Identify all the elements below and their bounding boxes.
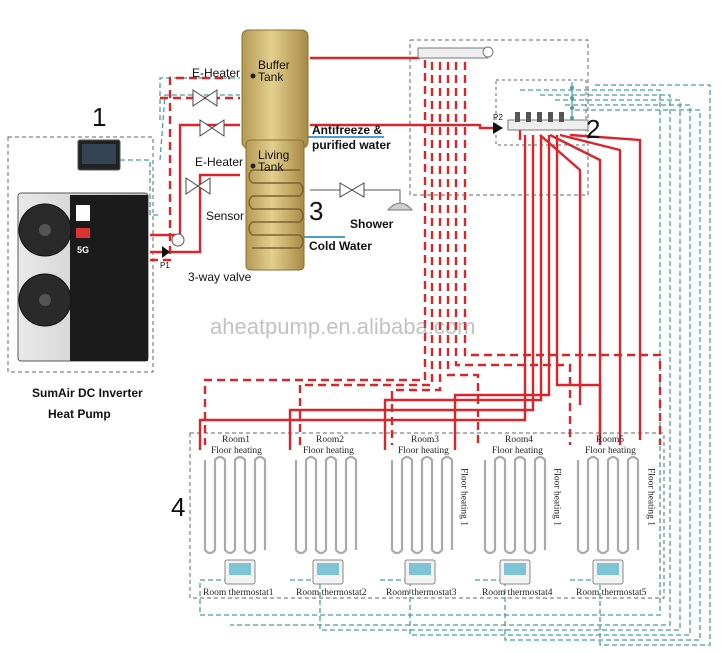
label-number-4: 4 (171, 492, 186, 522)
purified-water-label: purified water (312, 138, 391, 152)
valves (185, 89, 365, 198)
label-number-3: 3 (309, 196, 324, 226)
shower-label: Shower (350, 217, 394, 231)
pump-p1-icon (162, 246, 170, 258)
heat-pump-label-line1: SumAir DC Inverter (32, 386, 143, 400)
room1-name: Room1 (222, 435, 250, 445)
shower-head-icon (386, 202, 414, 211)
vertical-floor-label-2: Floor heating 1 (551, 468, 562, 527)
cold-water-label: Cold Water (309, 239, 372, 253)
sensor-label: Sensor (206, 209, 245, 223)
room5-thermostat: Room thermostat5 (576, 588, 647, 598)
vertical-floor-label-3: Floor heating 1 (645, 468, 656, 527)
watermark: aheatpump.en.alibaba.com (210, 314, 476, 339)
manifold-box (409, 39, 589, 196)
p2-label: P2 (493, 113, 503, 122)
e-heater-top-label: E-Heater (192, 66, 241, 80)
room2-name: Room2 (316, 435, 344, 445)
heat-pump-box (7, 136, 154, 373)
pump-p2-icon (493, 122, 503, 134)
room4-name: Room4 (505, 435, 533, 445)
living-tank-label: Living Tank (258, 148, 290, 174)
buffer-tank-label: Buffer Tank (258, 58, 290, 84)
vertical-floor-label-1: Floor heating 1 (458, 468, 469, 527)
three-way-valve-label: 3-way valve (188, 270, 252, 284)
label-number-1: 1 (92, 102, 107, 132)
antifreeze-label: Antifreeze & (312, 123, 383, 137)
room5-name: Room5 (596, 435, 624, 445)
room3-thermostat: Room thermostat3 (386, 588, 457, 598)
label-number-2: 2 (586, 114, 601, 144)
room4-floor: Floor heating (492, 446, 543, 456)
return-pipes (150, 60, 662, 445)
room2-floor: Floor heating (303, 446, 354, 456)
living-tank (245, 139, 305, 271)
living-tank-coil (248, 169, 304, 249)
hot-supply-pipes (150, 56, 642, 450)
room3-name: Room3 (411, 435, 439, 445)
three-way-valve-icon (171, 233, 185, 247)
thermostat-icons (224, 559, 624, 585)
heat-pump-front (70, 195, 148, 361)
room2-thermostat: Room thermostat2 (296, 588, 367, 598)
room1-thermostat: Room thermostat1 (203, 588, 274, 598)
room1-floor: Floor heating (211, 446, 262, 456)
unit-badge: 5G (77, 245, 90, 255)
manifold-top (417, 47, 489, 59)
floor-loops (203, 455, 640, 555)
heat-pump-label-line2: Heat Pump (48, 407, 111, 421)
room5-floor: Floor heating (585, 446, 636, 456)
room4-thermostat: Room thermostat4 (482, 588, 553, 598)
rooms-box (189, 432, 665, 599)
buffer-tank (241, 29, 309, 149)
e-heater-mid-label: E-Heater (195, 155, 244, 169)
room3-floor: Floor heating (398, 446, 449, 456)
p1-label: P1 (160, 261, 170, 270)
